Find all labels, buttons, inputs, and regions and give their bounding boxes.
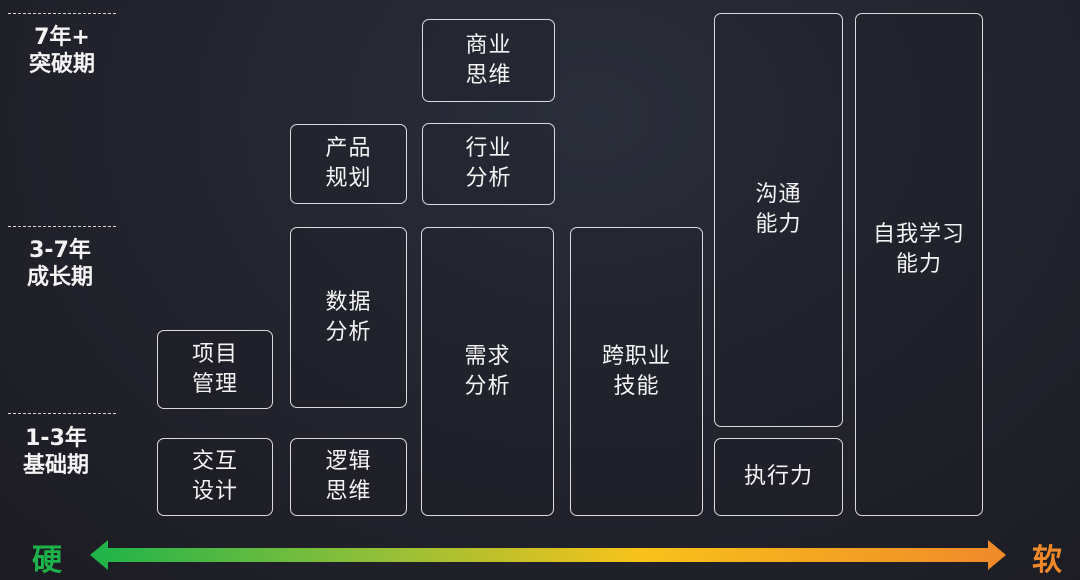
stage-label-foundation: 1-3年 基础期 [0,425,116,479]
skill-logical-thinking: 逻辑 思维 [290,438,407,516]
skill-product-planning: 产品 规划 [290,124,407,204]
stage-name: 突破期 [28,52,95,77]
hard-soft-gradient-arrow [88,538,1008,572]
skill-communication: 沟通 能力 [714,13,843,427]
skill-execution: 执行力 [714,438,843,516]
stage-years: 1-3年 [25,426,87,451]
skill-requirement-analysis: 需求 分析 [421,227,554,516]
skill-industry-analysis: 行业 分析 [422,123,555,205]
skill-self-learning: 自我学习 能力 [855,13,983,516]
stage-name: 成长期 [26,265,93,290]
stage-name: 基础期 [22,453,89,478]
stage-label-growth: 3-7年 成长期 [0,237,120,291]
stage-divider-bottom [8,413,116,414]
hard-label: 硬 [32,543,62,578]
stage-divider-top [8,13,116,14]
stage-divider-middle [8,226,116,227]
soft-label: 软 [1032,543,1062,578]
skill-interaction-design: 交互 设计 [157,438,273,516]
stage-label-breakthrough: 7年+ 突破期 [2,24,122,78]
stage-years: 3-7年 [29,238,91,263]
skill-business-thinking: 商业 思维 [422,19,555,102]
stage-years: 7年+ [34,25,90,50]
skill-data-analysis: 数据 分析 [290,227,407,408]
skill-project-management: 项目 管理 [157,330,273,409]
skill-cross-functional: 跨职业 技能 [570,227,703,516]
